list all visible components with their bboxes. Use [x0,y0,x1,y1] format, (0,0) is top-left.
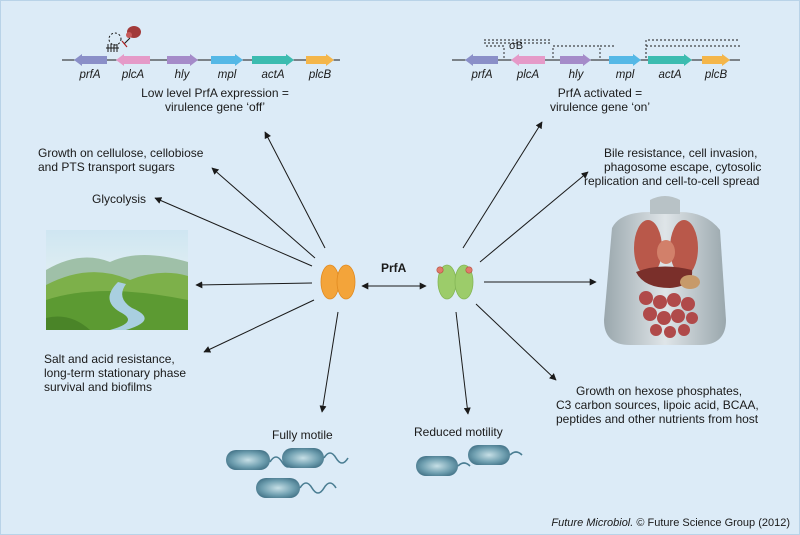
human-body-image [604,196,726,345]
stomach [680,275,700,289]
off-caption-line-1: Low level PrfA expression = [141,86,289,100]
gene-arrow-hly-off [167,54,198,66]
gene-label-prfa-on: prfA [471,69,493,81]
bacterium-icon [256,478,337,498]
gene-label-acta-off: actA [261,69,285,81]
gene-arrow-hly-on [560,54,591,66]
gene-arrow-plca-off [116,54,150,66]
liver [636,266,693,288]
cellulose-label-line-1: Growth on cellulose, cellobiose [38,146,204,160]
gene-label-hly-off: hly [174,69,190,81]
bacteria-fully-motile [226,448,349,498]
glycolysis-label: Glycolysis [92,192,147,206]
gene-arrow-plcb-on [702,54,730,66]
gene-label-plcb-off: plcB [308,69,332,81]
intestines [639,291,698,338]
arrow-to-fully-motile [319,311,339,413]
landscape-image [46,230,188,330]
on-caption-line-2: virulence gene ‘on’ [549,100,651,114]
bile-label-line-1: Bile resistance, cell invasion, [604,146,758,160]
operon-off [62,26,340,66]
salt-label-line-3: survival and biofilms [44,380,153,394]
gene-arrow-acta-off [252,54,294,66]
gene-arrow-prfa-on [465,54,498,66]
gene-label-mpl-off: mpl [217,69,237,81]
arrow-to-landscape [195,281,313,289]
cofactor-dot [465,266,473,274]
transcripts [484,39,740,58]
gene-label-plcb-on: plcB [704,69,728,81]
gene-label-mpl-on: mpl [615,69,635,81]
inactive-prfa-dimer [320,264,356,300]
hairpin-icon [106,32,122,52]
arrow-to-cellulose [211,167,316,259]
reduced-motility-label: Reduced motility [414,425,503,439]
gene-label-plca-off: plcA [121,69,145,81]
on-caption-line-1: PrfA activated = [557,86,643,100]
repressor-icon [121,26,141,48]
bile-label-line-2: phagosome escape, cytosolic [604,160,762,174]
arrow-to-reduced-motility [455,311,471,415]
bacteria-reduced-motility [416,445,523,476]
salt-label-line-1: Salt and acid resistance, [44,352,175,366]
credit-publisher: © Future Science Group (2012) [633,517,790,529]
gene-arrow-mpl-on [609,54,641,66]
gene-label-hly-on: hly [568,69,584,81]
operon-on [452,39,740,66]
arrow-to-operon-off [264,131,326,249]
heart [657,240,675,264]
growth-host-label-line-3: peptides and other nutrients from host [556,412,759,426]
bacterium-icon [282,448,349,468]
gene-arrow-prfa-off [74,54,107,66]
gene-arrow-plca-on [511,54,545,66]
arrow-to-salt [203,299,315,353]
credit-line: Future Microbiol. © Future Science Group… [551,517,790,529]
arrow-to-bile [479,171,589,263]
lung-right [670,220,698,276]
gene-label-plca-on: plcA [516,69,540,81]
growth-host-label-line-1: Growth on hexose phosphates, [576,384,743,398]
cofactor-dot [436,266,444,274]
cellulose-label-line-2: and PTS transport sugars [38,160,175,174]
growth-host-label-line-2: C3 carbon sources, lipoic acid, BCAA, [556,398,759,412]
credit-journal: Future Microbiol. [551,517,634,529]
bacterium-icon [468,445,523,465]
arrows [154,121,597,415]
gene-label-acta-on: actA [658,69,682,81]
prfa-center-label: PrfA [381,261,407,275]
off-caption-line-2: virulence gene ‘off’ [164,100,266,114]
arrow-to-operon-on [462,121,543,249]
gene-arrow-plcb-off [306,54,334,66]
gene-arrow-acta-on [648,54,692,66]
fully-motile-label: Fully motile [272,428,333,442]
sigma-b-label: σB [509,40,524,52]
salt-label-line-2: long-term stationary phase [44,366,187,380]
active-prfa-dimer [436,264,474,300]
gene-label-prfa-off: prfA [79,69,101,81]
gene-arrow-mpl-off [211,54,243,66]
lung-left [634,220,662,276]
arrow-to-growth-host [475,303,557,381]
bile-label-line-3: replication and cell-to-cell spread [584,174,760,188]
arrow-to-glycolysis [154,197,313,267]
bacterium-icon [416,456,471,476]
